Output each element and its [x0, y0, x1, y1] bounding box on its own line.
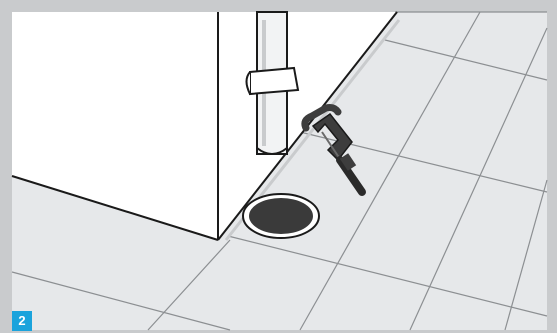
floor-drain: [243, 194, 319, 238]
step-number-badge: 2: [12, 311, 32, 331]
